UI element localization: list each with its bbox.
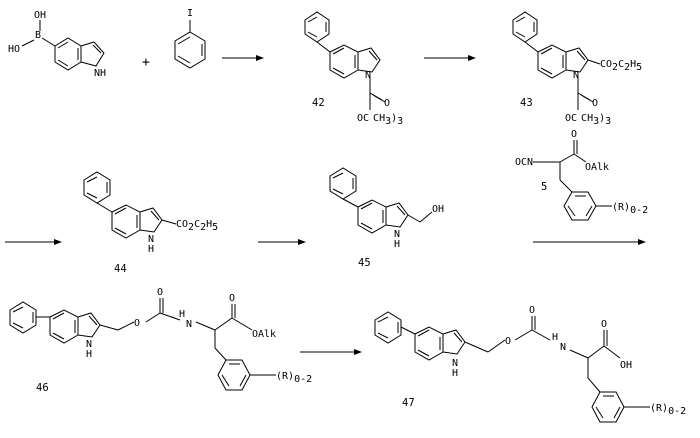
ocn-label: OCN bbox=[515, 157, 533, 168]
boron-label: B bbox=[35, 30, 41, 41]
h-label: H bbox=[452, 368, 458, 379]
carbonyl-o-label: O bbox=[384, 98, 390, 109]
r-substituent-label: (R)0-2 bbox=[650, 403, 686, 417]
carbonyl-o-label: O bbox=[529, 305, 535, 316]
carbonyl-o-label: O bbox=[157, 287, 163, 298]
compound-42-structure: N O OCCH3)3 42 bbox=[305, 12, 403, 127]
hydroxyl-label: OH bbox=[432, 204, 444, 215]
h-label: H bbox=[394, 239, 400, 250]
oalk-label: OAlk bbox=[252, 329, 276, 340]
ester-o-label: O bbox=[134, 318, 140, 329]
compound-number-46: 46 bbox=[36, 382, 49, 394]
n-label: N bbox=[186, 319, 192, 330]
compound-number-47: 47 bbox=[402, 397, 415, 409]
ethyl-ester-label: CO2C2H5 bbox=[600, 59, 642, 73]
carbonyl-o-label: O bbox=[229, 293, 235, 304]
iodine-label: I bbox=[187, 8, 193, 19]
compound-number-5: 5 bbox=[541, 181, 547, 193]
r-substituent-label: (R)0-2 bbox=[612, 202, 648, 216]
compound-46-structure: N H O O H N O OAlk (R)0-2 46 bbox=[10, 287, 312, 394]
hydroxyl-label: HO bbox=[8, 44, 20, 55]
plus-sign: + bbox=[142, 55, 150, 70]
n-label: N bbox=[573, 70, 579, 81]
h-label: H bbox=[86, 349, 92, 360]
n-label: N bbox=[560, 342, 566, 353]
compound-number-45: 45 bbox=[358, 257, 371, 269]
compound-45-structure: N H OH 45 bbox=[330, 168, 444, 269]
reaction-arrow bbox=[298, 239, 306, 245]
reaction-arrow bbox=[468, 55, 476, 61]
h-label: H bbox=[148, 244, 154, 255]
reaction-arrow bbox=[638, 239, 646, 245]
indole-5-boronic-acid: B OH HO NH bbox=[8, 10, 106, 79]
oalk-label: OAlk bbox=[585, 162, 609, 173]
nh-label: NH bbox=[94, 68, 106, 79]
hydroxyl-label: OH bbox=[620, 360, 632, 371]
compound-43-structure: N CO2C2H5 O OCCH3)3 43 bbox=[513, 12, 642, 127]
iodobenzene: I bbox=[175, 8, 205, 68]
nh-label: H bbox=[552, 332, 558, 343]
r-substituent-label: (R)0-2 bbox=[276, 371, 312, 385]
reaction-arrow bbox=[54, 239, 62, 245]
ester-o-label: O bbox=[505, 336, 511, 347]
isocyanate-reagent-5: OCN O OAlk (R)0-2 5 bbox=[515, 129, 648, 220]
compound-47-structure: N H O O H N O OH (R)0-2 47 bbox=[375, 305, 686, 422]
compound-number-43: 43 bbox=[520, 97, 533, 109]
nh-label: H bbox=[179, 309, 185, 320]
compound-number-44: 44 bbox=[114, 263, 127, 275]
ethyl-ester-label: CO2C2H5 bbox=[176, 219, 218, 233]
carbonyl-o-label: O bbox=[592, 98, 598, 109]
n-label: N bbox=[365, 70, 371, 81]
carbonyl-o-label: O bbox=[571, 129, 577, 140]
reaction-arrow bbox=[354, 349, 362, 355]
carbonyl-o-label: O bbox=[601, 319, 607, 330]
hydroxyl-label: OH bbox=[34, 10, 46, 21]
compound-44-structure: N H CO2C2H5 44 bbox=[84, 172, 218, 275]
tbu-ester-label: OCCH3)3 bbox=[357, 113, 403, 127]
compound-number-42: 42 bbox=[312, 97, 325, 109]
tbu-ester-label: OCCH3)3 bbox=[565, 113, 611, 127]
reaction-arrow bbox=[256, 55, 264, 61]
